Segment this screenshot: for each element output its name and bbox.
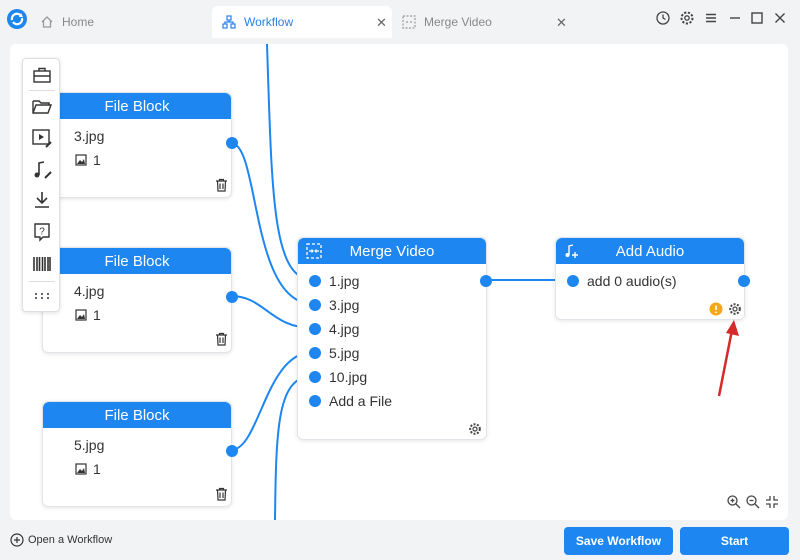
image-icon <box>75 309 87 321</box>
tab-merge-video[interactable]: Merge Video ✕ <box>394 6 574 38</box>
help-icon[interactable]: ? <box>31 221 53 243</box>
add-audio-block[interactable]: Add Audio add 0 audio(s) <box>555 237 750 320</box>
output-port[interactable] <box>226 291 238 303</box>
trash-icon[interactable] <box>215 332 228 346</box>
open-workflow-label: Open a Workflow <box>28 534 113 546</box>
input-file: 1.jpg <box>329 273 360 289</box>
warning-icon <box>709 302 723 316</box>
file-block[interactable]: File Block 3.jpg 1 <box>42 92 238 198</box>
history-icon[interactable] <box>655 10 671 26</box>
add-file-port[interactable] <box>309 395 321 407</box>
video-edit-icon[interactable] <box>31 127 53 149</box>
file-name: 4.jpg <box>74 283 105 299</box>
input-port[interactable] <box>309 299 321 311</box>
window-close-icon[interactable] <box>772 10 788 26</box>
input-file: 10.jpg <box>329 369 368 385</box>
file-count: 1 <box>93 461 101 477</box>
input-file: 4.jpg <box>329 321 360 337</box>
save-workflow-button[interactable]: Save Workflow <box>564 527 673 555</box>
file-block[interactable]: File Block 5.jpg 1 <box>42 401 238 507</box>
tab-merge-video-label: Merge Video <box>424 15 492 29</box>
start-button[interactable]: Start <box>680 527 789 555</box>
title-bar: Home Workflow ✕ Merge Video ✕ <box>0 0 800 38</box>
svg-text:?: ? <box>39 227 45 238</box>
audio-edit-icon[interactable] <box>31 159 53 181</box>
add-music-icon <box>565 244 578 258</box>
merge-video-block[interactable]: Merge Video 1.jpg 3.jpg 4.jpg 5.jpg 10.j… <box>297 237 492 440</box>
merge-icon <box>306 243 322 259</box>
workflow-icon <box>222 15 236 29</box>
input-port[interactable] <box>309 323 321 335</box>
close-icon[interactable]: ✕ <box>376 15 387 30</box>
gear-icon[interactable] <box>468 422 482 436</box>
output-port[interactable] <box>738 275 750 287</box>
maximize-icon[interactable] <box>749 10 765 26</box>
plus-circle-icon <box>10 533 24 547</box>
input-file: 3.jpg <box>329 297 360 313</box>
barcode-icon[interactable] <box>31 253 53 275</box>
block-title: Add Audio <box>556 238 744 264</box>
fit-screen-icon[interactable] <box>764 494 780 510</box>
add-file-link[interactable]: Add a File <box>329 393 393 409</box>
block-title: File Block <box>43 93 231 119</box>
block-title: File Block <box>43 248 231 274</box>
trash-icon[interactable] <box>215 178 228 192</box>
file-block[interactable]: File Block 4.jpg 1 <box>42 247 238 353</box>
image-icon <box>75 463 87 475</box>
home-icon <box>41 16 53 28</box>
trash-icon[interactable] <box>215 487 228 501</box>
gear-icon[interactable] <box>728 302 742 316</box>
input-port[interactable] <box>309 371 321 383</box>
input-port[interactable] <box>567 275 579 287</box>
menu-icon[interactable] <box>703 10 719 26</box>
zoom-out-icon[interactable] <box>745 494 761 510</box>
file-name: 3.jpg <box>74 128 105 144</box>
image-icon <box>75 154 87 166</box>
input-port[interactable] <box>309 347 321 359</box>
zoom-in-icon[interactable] <box>726 494 742 510</box>
file-count: 1 <box>93 152 101 168</box>
download-icon[interactable] <box>31 189 53 211</box>
output-port[interactable] <box>226 137 238 149</box>
tab-workflow[interactable]: Workflow ✕ <box>212 6 392 38</box>
output-port[interactable] <box>480 275 492 287</box>
merge-video-title: Merge Video <box>349 242 435 260</box>
input-file: 5.jpg <box>329 345 360 361</box>
file-count: 1 <box>93 307 101 323</box>
input-port[interactable] <box>309 275 321 287</box>
toolbox-icon[interactable] <box>31 64 53 86</box>
minimize-icon[interactable] <box>727 10 743 26</box>
add-audio-title: Add Audio <box>615 242 685 260</box>
tool-palette: ? <box>22 58 60 312</box>
more-icon[interactable] <box>31 285 53 307</box>
block-title: File Block <box>43 402 231 428</box>
block-title: Merge Video <box>298 238 486 264</box>
tab-home[interactable]: Home <box>32 6 207 38</box>
audio-count: add 0 audio(s) <box>587 273 677 289</box>
annotation-arrow <box>717 320 739 397</box>
close-icon[interactable]: ✕ <box>556 15 567 30</box>
wire-2 <box>230 142 314 305</box>
tab-home-label: Home <box>62 15 95 29</box>
tab-workflow-label: Workflow <box>244 15 294 29</box>
app-logo-icon <box>7 9 27 29</box>
open-workflow-link[interactable]: Open a Workflow <box>10 533 112 547</box>
settings-icon[interactable] <box>679 10 695 26</box>
file-name: 5.jpg <box>74 437 105 453</box>
merge-video-icon <box>402 15 416 29</box>
output-port[interactable] <box>226 445 238 457</box>
folder-open-icon[interactable] <box>31 95 53 117</box>
